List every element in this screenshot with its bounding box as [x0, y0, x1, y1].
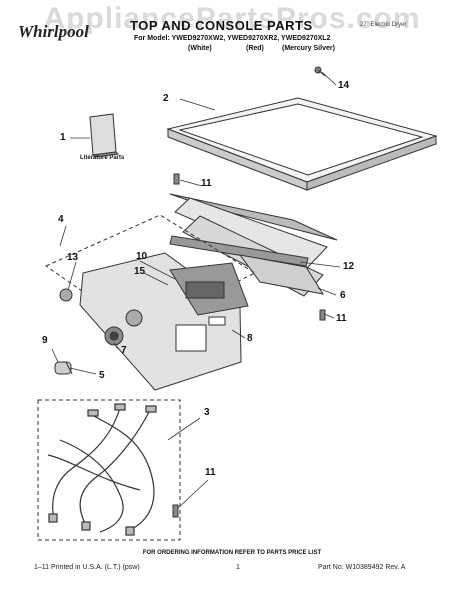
- wire-harness-outline: [37, 399, 181, 541]
- control-housing: [238, 254, 325, 295]
- callout-11-top: 11: [201, 178, 212, 189]
- callout-2: 2: [163, 93, 169, 104]
- ordering-note: FOR ORDERING INFORMATION REFER TO PARTS …: [142, 550, 322, 556]
- literature-booklet: [89, 113, 120, 158]
- trim-strip: [169, 235, 309, 267]
- color-white: (White): [188, 45, 212, 52]
- print-info: 1–11 Printed in U.S.A. (L.T.) (psw): [34, 564, 140, 571]
- page-title: TOP AND CONSOLE PARTS: [130, 18, 313, 33]
- callout-12: 12: [343, 261, 355, 272]
- callout-15: 15: [134, 266, 146, 277]
- callout-7: 7: [121, 345, 127, 356]
- control-board: [169, 262, 249, 316]
- color-mercury-silver: (Mercury Silver): [282, 45, 335, 52]
- product-subtitle: 27" Electric Dryer: [360, 22, 407, 28]
- watermark: AppliancePartsPros.com: [43, 2, 421, 35]
- callout-5: 5: [99, 370, 105, 381]
- model-line: For Model: YWED9270XW2, YWED9270XR2, YWE…: [134, 35, 331, 42]
- cycle-knob-icon: [54, 361, 73, 375]
- callout-8: 8: [247, 333, 253, 344]
- color-red: (Red): [246, 45, 264, 52]
- wire-harness: [47, 403, 157, 536]
- callout-4: 4: [58, 214, 64, 225]
- indicator-knob-icon: [59, 288, 73, 302]
- top-panel: [166, 97, 438, 191]
- callout-11-bottom: 11: [205, 467, 216, 478]
- screw-icon: [172, 173, 326, 518]
- callout-11-side: 11: [336, 313, 347, 324]
- whirlpool-logo: Whirlpool: [18, 22, 89, 41]
- leader-lines: [51, 71, 341, 509]
- page-number: 1: [236, 564, 240, 571]
- callout-3: 3: [204, 407, 210, 418]
- callout-13: 13: [67, 252, 79, 263]
- callout-9: 9: [42, 335, 48, 346]
- callout-1: 1: [60, 132, 66, 143]
- literature-parts-label: Literature Parts: [80, 155, 125, 161]
- selector-knob-icon: [104, 326, 124, 346]
- callout-14: 14: [338, 80, 350, 91]
- screw-icon: [314, 66, 326, 77]
- part-number: Part No. W10389492 Rev. A: [318, 564, 406, 571]
- callout-6: 6: [340, 290, 346, 301]
- callout-10: 10: [136, 251, 148, 262]
